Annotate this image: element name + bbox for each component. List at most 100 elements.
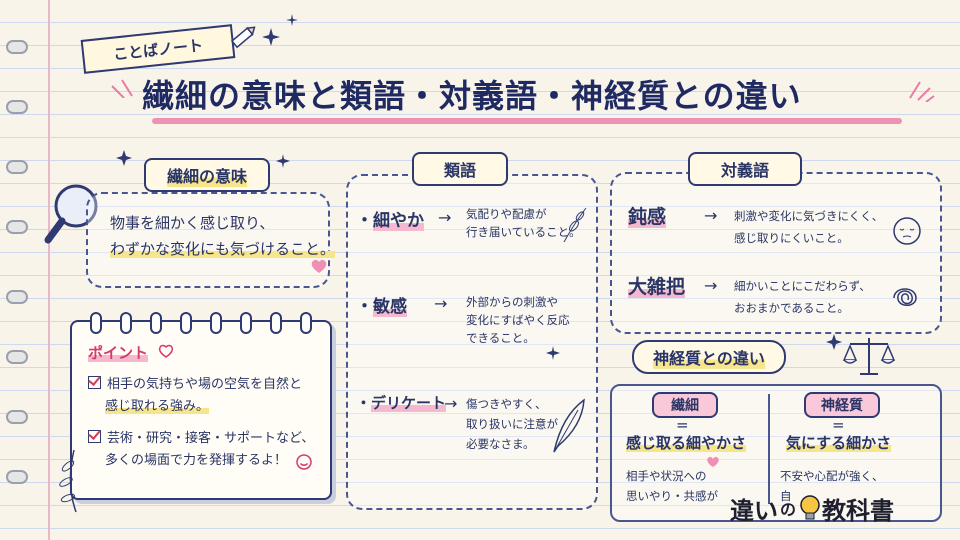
synonym-desc-line: 外部からの刺激や [466, 295, 558, 309]
sleepy-face-icon [893, 217, 921, 245]
difference-right-desc-text: 気にする細かさ [786, 434, 892, 452]
meaning-line2: わずかな変化にも気づけること。 [110, 238, 336, 260]
antonym-desc-line: おおまかであること。 [734, 301, 849, 315]
difference-left-head: 繊細 [652, 392, 718, 418]
synonym-desc-line: 行き届いていること。 [466, 225, 581, 239]
antonym-term-text: 鈍感 [628, 206, 667, 228]
sparkle-icon [262, 28, 280, 46]
difference-left-eq: = [676, 416, 689, 434]
arrow-icon: → [434, 294, 448, 313]
spiral-ring [300, 312, 312, 334]
difference-right-desc: 気にする細かさ [786, 432, 892, 454]
synonym-term-text: 敏感 [373, 297, 407, 317]
balance-scale-icon [842, 338, 896, 375]
point-item-line: 芸術・研究・接客・サポートなど、 [107, 431, 315, 446]
antonym-desc-line: 細かいことにこだわらず、 [734, 279, 871, 293]
sparkle-icon [276, 154, 290, 168]
difference-left-note: 思いやり・共感が [626, 489, 718, 503]
arrow-icon: → [704, 276, 718, 295]
point-label-text: ポイント [88, 344, 149, 362]
page-title: 繊細の意味と類語・対義語・神経質との違い [142, 77, 802, 115]
binder-ring [6, 410, 28, 424]
point-item-line-text: 感じ取れる強み。 [105, 399, 210, 414]
binder-ring [6, 220, 28, 234]
brand-part2: の [780, 500, 797, 519]
synonym-desc-line: 傷つきやすく、 [466, 397, 547, 411]
spiral-ring [90, 312, 102, 334]
synonym-desc-line: できること。 [466, 331, 535, 345]
meaning-label-text: 繊細の意味 [166, 163, 247, 187]
antonym-desc-line: 感じ取りにくいこと。 [734, 231, 849, 245]
point-item: 芸術・研究・接客・サポートなど、 [88, 428, 314, 450]
antonym-term: 鈍感 [628, 202, 667, 229]
heart-icon [707, 456, 719, 467]
antonyms-label: 対義語 [688, 152, 802, 186]
antonym-term: 大雑把 [628, 272, 686, 299]
feather-icon [553, 398, 585, 453]
spiral-ring [210, 312, 222, 334]
sparkle-icon [286, 14, 298, 26]
point-label: ポイント [88, 342, 149, 364]
arrow-icon: → [704, 206, 718, 225]
title-underline [152, 118, 902, 124]
antonym-desc-line: 刺激や変化に気づきにくく、 [734, 209, 884, 223]
checkbox-icon [88, 376, 101, 389]
sparkle-icon [826, 334, 842, 350]
binder-ring [6, 100, 28, 114]
lightbulb-icon [800, 495, 820, 520]
spiral-ring [120, 312, 132, 334]
synonym-term-text: デリケート [371, 394, 447, 412]
binder-ring [6, 40, 28, 54]
smile-icon [296, 454, 312, 470]
leaf-sprig-icon [563, 207, 587, 243]
difference-right-note: 自 [780, 489, 792, 503]
synonym-desc-line: 変化にすばやく反応 [466, 313, 570, 327]
synonym-desc-line: 必要なさま。 [466, 437, 535, 451]
difference-left-desc-text: 感じ取る細やかさ [626, 434, 747, 452]
point-item-line: 多くの場面で力を発揮するよ！ [105, 453, 288, 468]
synonym-term-text: 細やか [373, 211, 424, 231]
difference-left-desc: 感じ取る細やかさ [626, 432, 747, 454]
meaning-line1: 物事を細かく感じ取り、 [110, 214, 275, 232]
difference-divider [768, 394, 770, 504]
checkbox-icon [88, 430, 101, 443]
difference-left-note: 相手や状況への [626, 469, 707, 483]
spiral-ring [150, 312, 162, 334]
point-item-line: 感じ取れる強み。 [105, 396, 210, 418]
brand-part3: 教科書 [822, 496, 895, 525]
spiral-ring [180, 312, 192, 334]
scribble-icon [893, 288, 917, 306]
arrow-icon: → [444, 394, 458, 413]
synonym-desc-line: 気配りや配慮が [466, 207, 547, 221]
meaning-label: 繊細の意味 [144, 158, 270, 192]
binder-ring [6, 350, 28, 364]
binder-ring [6, 470, 28, 484]
heart-icon [311, 259, 327, 273]
synonym-term: ・細やか [356, 211, 424, 231]
spiral-ring [270, 312, 282, 334]
pencil-icon [230, 26, 256, 49]
binder-ring [6, 290, 28, 304]
difference-label-text: 神経質との違い [653, 345, 765, 369]
difference-right-eq: = [832, 416, 845, 434]
arrow-icon: → [438, 208, 452, 227]
binder-ring [6, 160, 28, 174]
difference-right-note: 不安や心配が強く、 [780, 469, 884, 483]
difference-right-head: 神経質 [804, 392, 880, 418]
antonym-term-text: 大雑把 [628, 276, 686, 298]
margin-line [48, 0, 50, 540]
sparkle-lines-icon [909, 81, 935, 102]
heart-icon [158, 344, 174, 358]
synonyms-label: 類語 [412, 152, 508, 186]
leaf-sprig-icon [59, 449, 77, 513]
meaning-line2-text: わずかな変化にも気づけること。 [110, 240, 336, 258]
sparkle-icon [116, 150, 132, 166]
brand-logo: 違い の 教科書 [730, 488, 930, 528]
synonym-term: ・敏感 [356, 297, 407, 317]
spiral-ring [240, 312, 252, 334]
sparkle-icon [546, 346, 560, 360]
sparkle-lines-icon [111, 79, 133, 98]
point-item-line: 相手の気持ちや場の空気を自然と [107, 377, 303, 392]
difference-label: 神経質との違い [632, 340, 786, 374]
synonym-desc-line: 取り扱いに注意が [466, 417, 558, 431]
